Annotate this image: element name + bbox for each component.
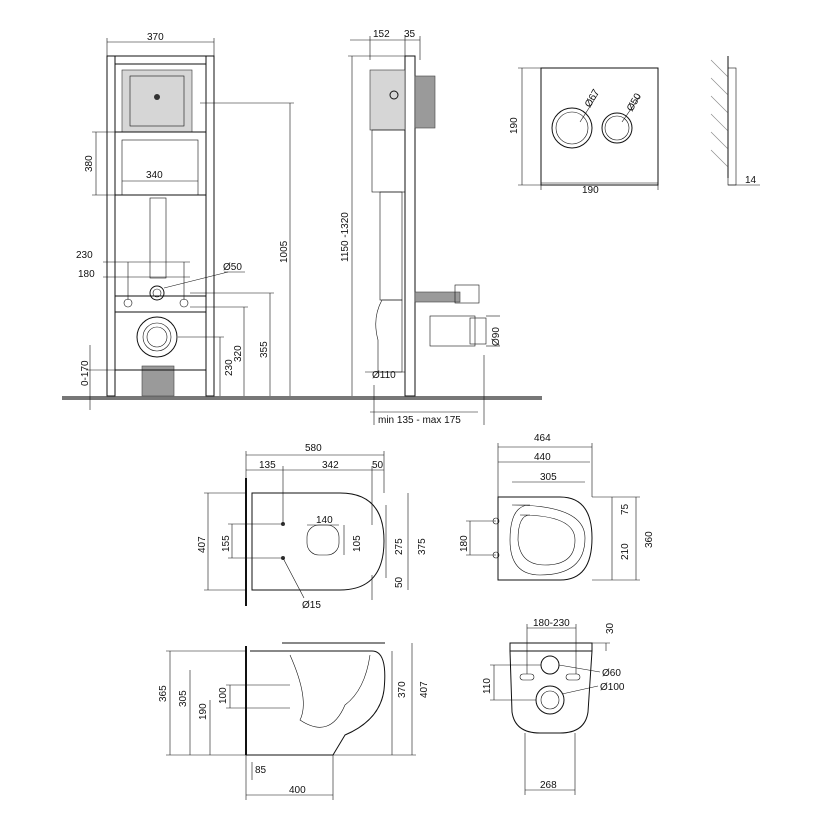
dim-height-230: 230 xyxy=(224,359,235,376)
dim-seat-depth: 75 xyxy=(620,503,631,515)
dim-opening-width: 140 xyxy=(316,515,333,526)
bowl-side-view: 365 305 190 100 370 407 85 400 xyxy=(158,642,430,800)
dim-seat-210: 210 xyxy=(620,543,631,560)
bowl-back-view: 180-230 30 Ø60 Ø100 110 268 xyxy=(482,618,625,795)
dim-fix-spacing: 155 xyxy=(221,535,232,552)
dim-drain-pipe: Ø50 xyxy=(223,262,242,273)
dim-frame-height: 1150 -1320 xyxy=(340,212,351,262)
dim-bolt-outer: 230 xyxy=(76,250,93,261)
dim-height-355: 355 xyxy=(259,341,270,358)
dim-bolt-range: 180-230 xyxy=(533,618,570,629)
dim-inner-width: 275 xyxy=(394,538,405,555)
dim-seat-inner: 440 xyxy=(534,452,551,463)
dim-front-gap: 50 xyxy=(372,460,384,471)
bowl-top-view: 580 135 342 50 407 155 140 105 275 375 5… xyxy=(197,443,428,611)
dim-fix-hole: Ø15 xyxy=(302,600,321,611)
dim-height-1005: 1005 xyxy=(279,240,290,263)
dim-seat-360: 360 xyxy=(644,531,655,548)
side-frame-view: 152 35 1150 -1320 Ø110 Ø90 min 135 - max… xyxy=(340,29,502,426)
dim-big-button: Ø67 xyxy=(583,87,602,109)
dim-bowl-305: 305 xyxy=(178,690,189,707)
dim-plate-width: 190 xyxy=(582,185,599,196)
dim-hinge-span: 305 xyxy=(540,472,557,483)
dim-connector-90: Ø90 xyxy=(491,327,502,346)
dim-side-panel: 35 xyxy=(404,29,416,40)
dim-bowl-length-342: 342 xyxy=(322,460,339,471)
dim-opening-height: 105 xyxy=(352,535,363,552)
dim-base-85: 85 xyxy=(255,765,267,776)
dim-plate-height: 190 xyxy=(509,117,520,134)
dim-outlet-110: Ø110 xyxy=(372,370,396,381)
dim-wall-range: min 135 - max 175 xyxy=(378,415,461,426)
dim-hinge: 180 xyxy=(459,535,470,552)
dim-base-268: 268 xyxy=(540,780,557,791)
dim-bowl-width: 407 xyxy=(197,536,208,553)
seat-top-view: 464 440 305 75 210 360 180 xyxy=(459,433,655,581)
dim-side-depth-400: 400 xyxy=(289,785,306,796)
dim-tank-width: 340 xyxy=(146,170,163,181)
dim-small-button: Ø50 xyxy=(625,91,644,113)
dim-height-110: 110 xyxy=(482,678,493,694)
dim-tank-height: 380 xyxy=(84,155,95,172)
dim-bolt-inner: 180 xyxy=(78,269,95,280)
dim-bowl-370: 370 xyxy=(397,681,408,698)
dim-bowl-100: 100 xyxy=(218,687,229,704)
flush-plate-view: Ø67 Ø50 190 190 14 xyxy=(509,56,760,196)
dim-outer-width: 375 xyxy=(417,538,428,555)
dim-side-depth: 152 xyxy=(373,29,390,40)
dim-inlet-60: Ø60 xyxy=(602,668,621,679)
dim-bowl-407: 407 xyxy=(419,681,430,698)
dim-offset-30: 30 xyxy=(605,622,616,634)
dim-outlet-100: Ø100 xyxy=(600,682,625,693)
dim-bowl-length: 580 xyxy=(305,443,322,454)
dim-front-offset: 50 xyxy=(394,576,405,588)
dim-seat-width: 464 xyxy=(534,433,551,444)
dim-height-320: 320 xyxy=(233,345,244,362)
dim-leg-adjust: 0-170 xyxy=(80,360,91,386)
dim-plate-thickness: 14 xyxy=(745,175,757,186)
dim-bowl-190: 190 xyxy=(198,703,209,720)
dim-bowl-365: 365 xyxy=(158,685,169,702)
front-frame-view: 370 380 340 230 180 Ø50 1005 355 320 xyxy=(62,32,542,410)
dim-frame-width: 370 xyxy=(147,32,164,43)
dim-rim-offset: 135 xyxy=(259,460,276,471)
